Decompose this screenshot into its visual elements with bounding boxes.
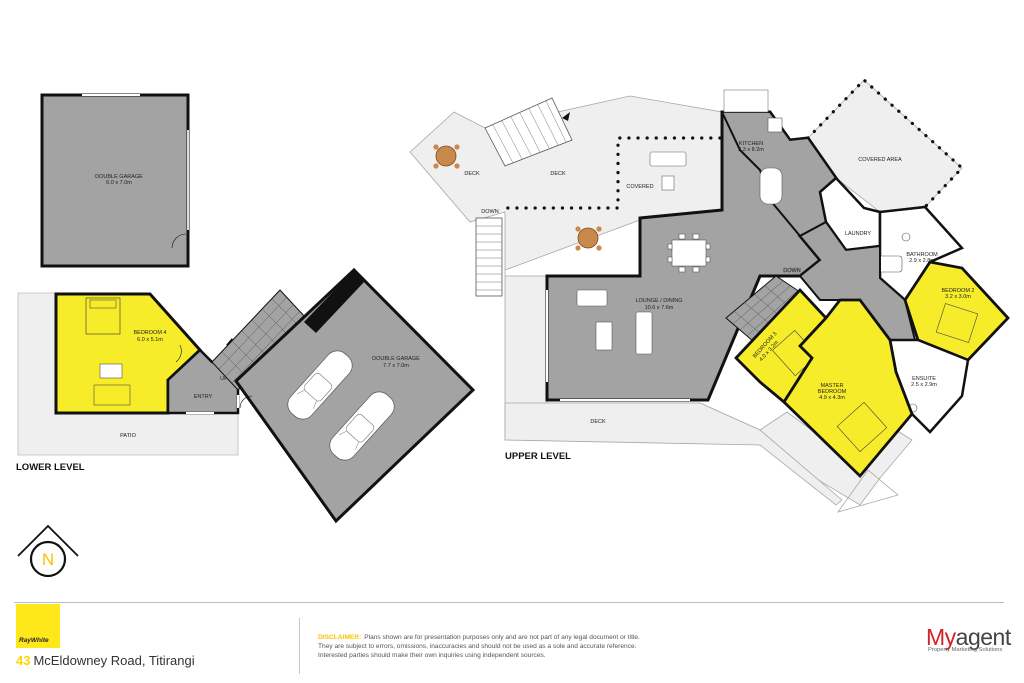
garage-detached-size: 6.0 x 7.0m [106, 180, 132, 186]
bedroom-2: BEDROOM 2 3.2 x 3.0m [903, 260, 1010, 362]
sofa-icon [576, 289, 653, 355]
lower-level-label: LOWER LEVEL [16, 462, 85, 473]
deck-left-label: DECK [464, 171, 480, 177]
disclaimer-lead: DISCLAIMER: [318, 634, 362, 641]
brand-agent: agent [955, 624, 1012, 650]
laundry-label: LAUNDRY [845, 231, 872, 237]
covered-label: COVERED [626, 184, 653, 190]
upper-level-label: UPPER LEVEL [505, 451, 571, 462]
brand-my: My [926, 624, 956, 650]
kitchen: KITCHEN 3.3 x 8.2m [720, 89, 838, 238]
footer-divider [14, 602, 1004, 603]
outdoor-sofa-icon [649, 151, 687, 191]
deck-bottom-label: DECK [590, 419, 606, 425]
lounge-size: 10.6 x 7.6m [645, 305, 674, 311]
garage-lower-size: 7.7 x 7.0m [383, 363, 409, 369]
bedroom4-size: 6.0 x 5.1m [137, 337, 163, 343]
disclaimer-line2: They are subject to errors, omissions, i… [318, 643, 637, 651]
bedroom-4: BEDROOM 4 6.0 x 5.1m [54, 292, 203, 415]
ensuite-name: ENSUITE [912, 376, 936, 382]
address-number: 43 [16, 653, 31, 668]
dining-table-icon [667, 233, 711, 273]
deck-mid-label: DECK [550, 171, 566, 177]
deck-stairs [475, 97, 573, 297]
entry-label: ENTRY [194, 394, 213, 400]
car-icon [329, 391, 395, 461]
kitchen-size: 3.3 x 8.2m [738, 147, 764, 153]
master-line1: MASTER [821, 383, 844, 389]
master-size: 4.9 x 4.3m [819, 395, 845, 401]
detached-garage: DOUBLE GARAGE 6.0 x 7.0m [40, 93, 190, 268]
garage-lower-name: DOUBLE GARAGE [372, 356, 420, 362]
ensuite-size: 2.5 x 2.9m [911, 382, 937, 388]
bedroom-3: BEDROOM 3 4.0 x 3.2m [734, 287, 828, 405]
covered-outline [503, 77, 965, 210]
down-right-label: DOWN [783, 268, 800, 274]
bathroom-name: BATHROOM [906, 252, 938, 258]
brand-subtitle: Property Marketing Solutions [928, 647, 1003, 653]
bedroom4-name: BEDROOM 4 [133, 330, 166, 336]
lower-garage: DOUBLE GARAGE 7.7 x 7.0m [234, 267, 476, 524]
raywhite-logo: RayWhite [16, 604, 60, 648]
myagent-logo: Myagent [926, 624, 1011, 651]
compass-icon: N [17, 524, 79, 578]
logo-text: RayWhite [19, 637, 49, 644]
disclaimer: DISCLAIMER:Plans shown are for presentat… [318, 633, 698, 661]
covered-area-label: COVERED AREA [858, 157, 902, 163]
bathroom-size: 2.9 x 2.8m [909, 258, 935, 264]
address-text: McEldowney Road, Titirangi [33, 653, 195, 668]
outdoor-table-icon [575, 226, 602, 251]
compass-letter: N [42, 550, 54, 569]
bedroom2-size: 3.2 x 3.0m [945, 294, 971, 300]
down-left-label: DOWN [481, 209, 498, 215]
disclaimer-line3: Interested parties should make their own… [318, 652, 546, 660]
car-icon [287, 350, 353, 420]
master-line2: BEDROOM [818, 389, 847, 395]
disclaimer-line1: Plans shown are for presentation purpose… [364, 634, 640, 641]
master-bedroom: MASTER BEDROOM 4.9 x 4.3m [782, 298, 914, 479]
up-label: UP [220, 376, 228, 382]
bedroom2-name: BEDROOM 2 [941, 288, 974, 294]
lounge-name: LOUNGE / DINING [635, 298, 682, 304]
garage-detached-name: DOUBLE GARAGE [95, 174, 143, 180]
upper-stairs: DOWN [725, 268, 807, 343]
patio-label: PATIO [120, 433, 136, 439]
outdoor-table-icon [433, 144, 460, 169]
footer-separator [299, 618, 300, 674]
kitchen-name: KITCHEN [739, 141, 763, 147]
